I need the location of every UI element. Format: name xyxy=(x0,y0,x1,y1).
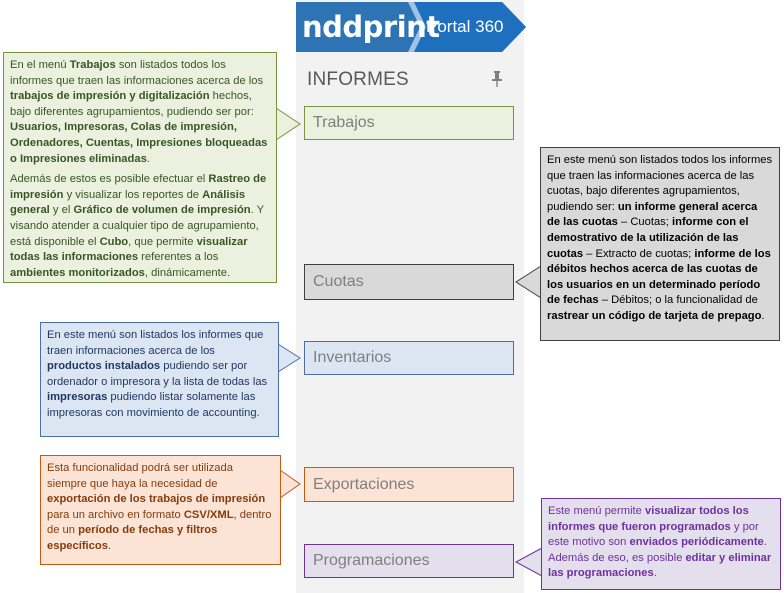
pin-icon[interactable] xyxy=(490,70,504,88)
menu-item-trabajos[interactable]: Trabajos xyxy=(304,106,514,140)
callout-trabajos: En el menú Trabajos son listados todos l… xyxy=(3,52,277,283)
portal-name: Portal 360 xyxy=(426,17,504,36)
brand-banner xyxy=(296,2,526,52)
nddprint-logo[interactable]: nddprint xyxy=(302,10,440,44)
callout-cuotas: En este menú son listados todos los info… xyxy=(540,147,780,341)
callout-exportaciones-text: Esta funcionalidad podrá ser utilizada s… xyxy=(47,462,272,552)
brand-header: nddprint Portal 360 xyxy=(296,2,526,52)
menu-item-inventarios[interactable]: Inventarios xyxy=(304,341,514,375)
menu-item-exportaciones[interactable]: Exportaciones xyxy=(304,467,514,502)
callout-programaciones-text: Este menú permite visualizar todos los i… xyxy=(548,505,772,580)
callout-inventarios: En este menú son listados los informes q… xyxy=(40,322,279,437)
callout-inventarios-text: En este menú son listados los informes q… xyxy=(47,329,268,419)
callout-cuotas-text: En este menú son listados todos los info… xyxy=(547,154,773,322)
callout-programaciones: Este menú permite visualizar todos los i… xyxy=(541,498,781,590)
menu-item-programaciones[interactable]: Programaciones xyxy=(304,544,514,578)
callout-trabajos-p2: Además de estos es posible efectuar el R… xyxy=(10,173,267,279)
callout-exportaciones: Esta funcionalidad podrá ser utilizada s… xyxy=(40,455,281,565)
callout-trabajos-p1: En el menú Trabajos son listados todos l… xyxy=(10,59,268,165)
panel-title: INFORMES xyxy=(307,69,409,90)
menu-item-cuotas[interactable]: Cuotas xyxy=(304,264,514,300)
